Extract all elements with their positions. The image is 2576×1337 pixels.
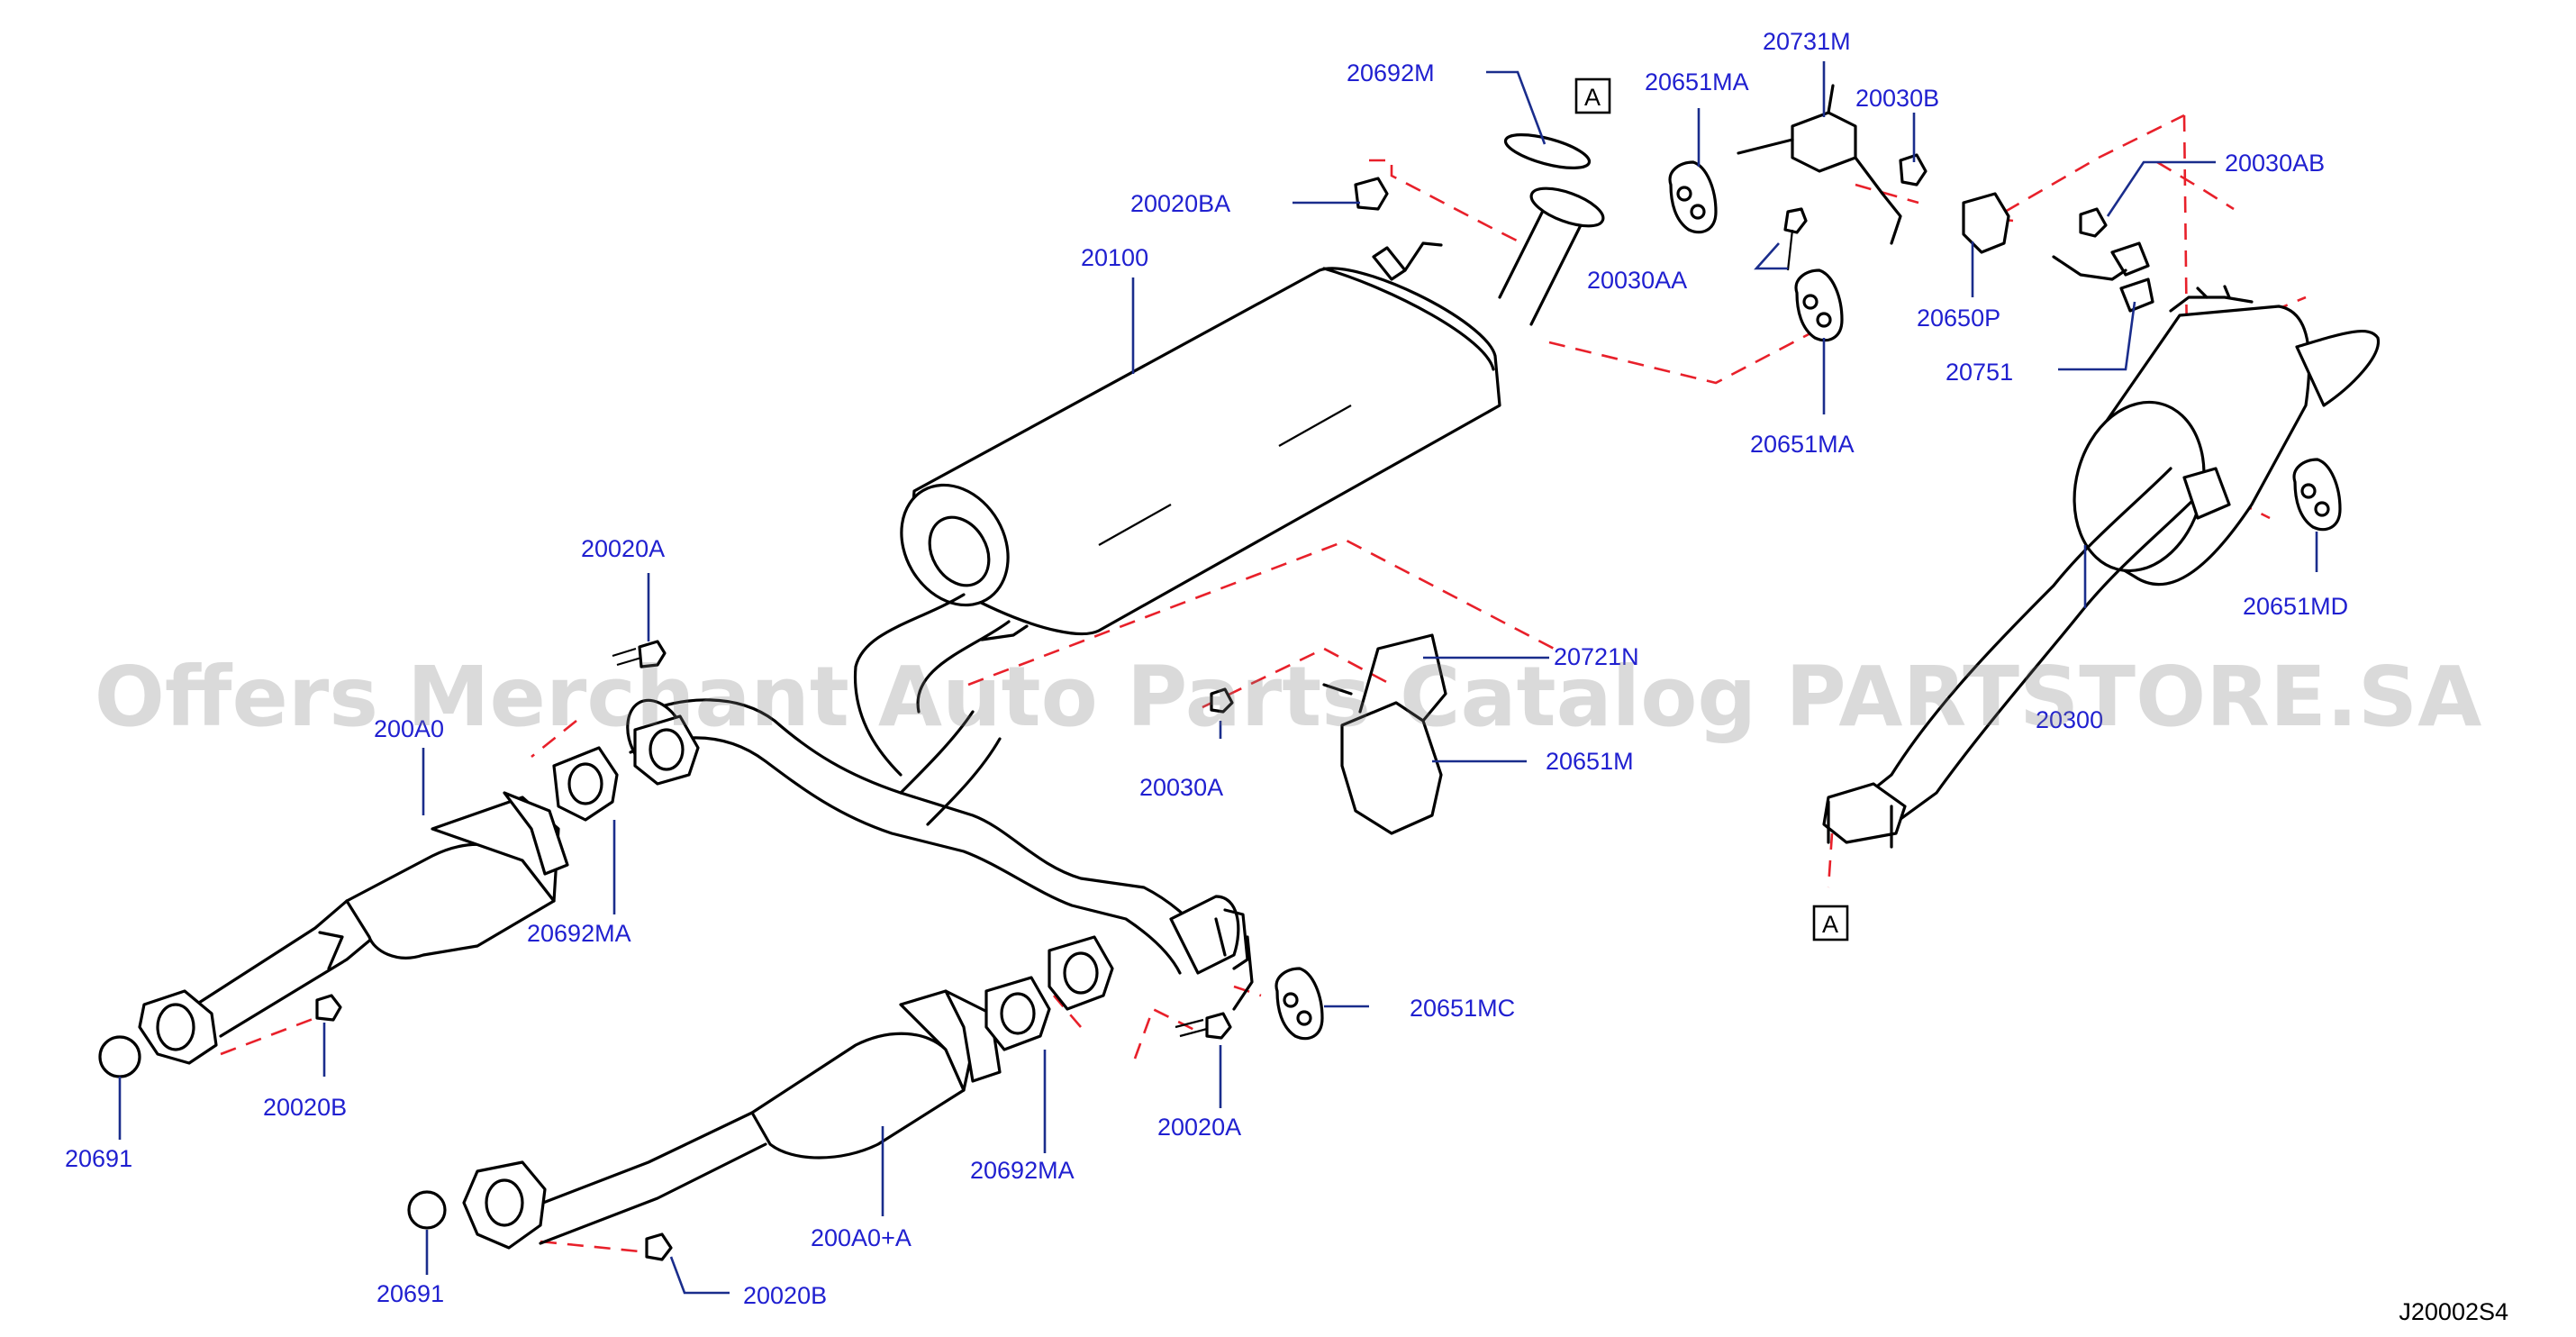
label-20030A: 20030A (1139, 774, 1223, 801)
label-20651MD: 20651MD (2243, 593, 2348, 620)
reference-marker-bottom: A (1812, 905, 1849, 941)
label-20731M: 20731M (1763, 28, 1851, 55)
label-20020BA: 20020BA (1130, 190, 1230, 217)
label-20100: 20100 (1081, 244, 1148, 271)
reference-letter-top: A (1584, 84, 1601, 111)
label-20030AB: 20030AB (2225, 150, 2325, 177)
leader-lines (118, 61, 2318, 1295)
catalyst-200A0A (407, 989, 1002, 1250)
main-muffler-20100 (853, 186, 1605, 777)
label-20020A-bottom: 20020A (1157, 1114, 1241, 1141)
watermark: Offers Merchant Auto Parts Catalog PARTS… (95, 649, 2482, 745)
label-20020B-bottom: 20020B (743, 1282, 827, 1309)
rear-muffler-20300 (1822, 285, 2381, 849)
label-20650P: 20650P (1917, 305, 2000, 332)
brackets (1322, 84, 2154, 835)
label-20692MA-left: 20692MA (527, 920, 631, 947)
label-20691-top: 20691 (65, 1145, 132, 1172)
gaskets-flanges (552, 133, 1592, 1051)
catalyst-200A0 (98, 791, 569, 1078)
label-20692MA-bottom: 20692MA (970, 1157, 1075, 1184)
label-20721N: 20721N (1554, 643, 1639, 670)
label-20651MA-top: 20651MA (1645, 68, 1749, 96)
label-20030B: 20030B (1855, 85, 1939, 112)
label-200A0A: 200A0+A (811, 1224, 912, 1251)
label-20651MA-bottom: 20651MA (1750, 431, 1855, 458)
part-labels: 20692M 20020BA 20100 20651MA 20731M 2003… (65, 28, 2348, 1309)
label-20300: 20300 (2036, 706, 2103, 733)
reference-marker-top: A (1574, 77, 1611, 114)
label-20020A-top: 20020A (581, 535, 665, 562)
label-20751: 20751 (1946, 359, 2013, 386)
label-200A0: 200A0 (374, 715, 444, 742)
label-20020B-top: 20020B (263, 1094, 347, 1121)
reference-letter-bottom: A (1822, 911, 1838, 938)
label-20691-bottom: 20691 (376, 1280, 444, 1307)
label-20651M: 20651M (1546, 748, 1634, 775)
label-20030AA: 20030AA (1587, 267, 1687, 294)
hangers (1274, 160, 2342, 1041)
label-20692M: 20692M (1347, 59, 1435, 86)
diagram-code: J20002S4 (2399, 1298, 2508, 1325)
label-20651MC: 20651MC (1410, 995, 1515, 1022)
